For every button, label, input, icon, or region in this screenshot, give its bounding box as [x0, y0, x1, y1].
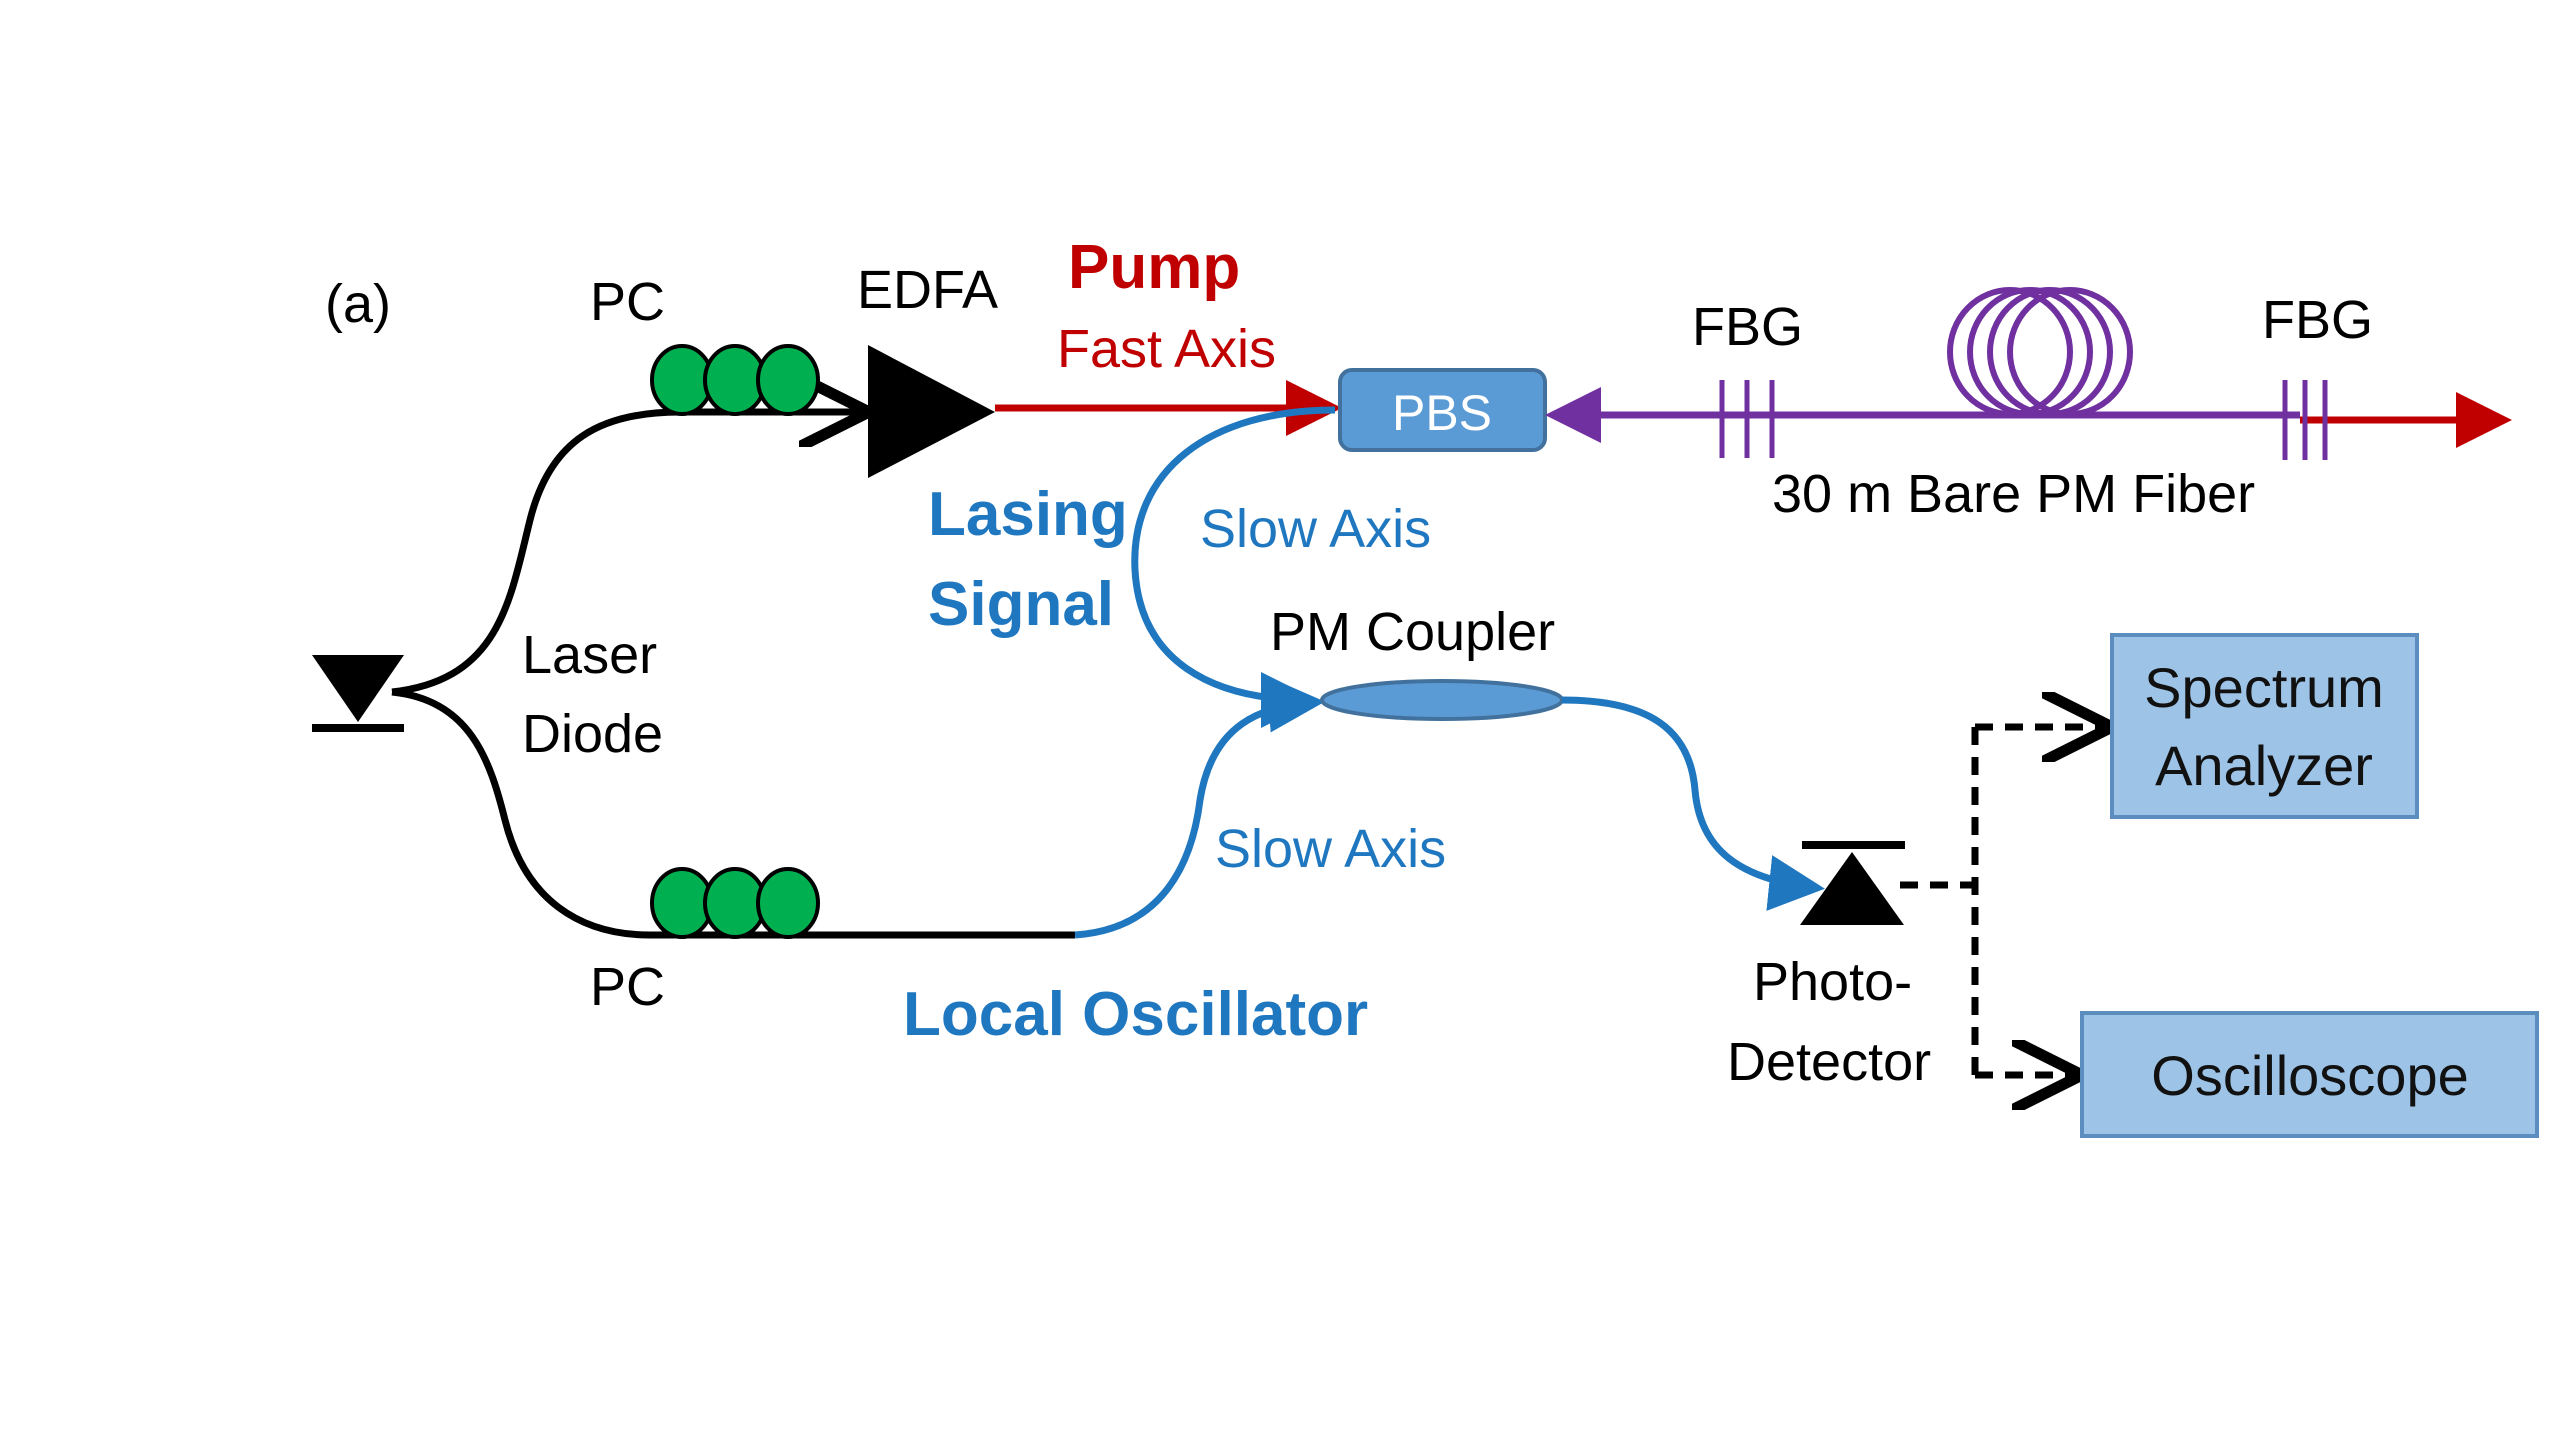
oscilloscope-label: Oscilloscope: [2151, 1044, 2468, 1107]
edfa-label: EDFA: [857, 260, 998, 320]
fast-axis-label: Fast Axis: [1057, 319, 1276, 379]
pump-label: Pump: [1068, 233, 1240, 302]
spectrum-analyzer-label-line2: Analyzer: [2155, 734, 2373, 797]
photodetector-label-line2: Detector: [1727, 1032, 1931, 1092]
laser-diode-label-line2: Diode: [522, 704, 663, 764]
coupler-output-path: [1561, 696, 1825, 911]
fiber-label: 30 m Bare PM Fiber: [1772, 464, 2255, 524]
lasing-label-line1: Lasing: [928, 480, 1128, 549]
fbg-right-label: FBG: [2262, 290, 2373, 350]
pm-coupler-icon: [1320, 679, 1564, 721]
electrical-connections: [1900, 727, 2105, 1075]
pc-top-label: PC: [590, 272, 665, 332]
fbg-right-icon: [2282, 380, 2328, 460]
polarization-controller-bottom-icon: [650, 867, 820, 939]
pbs-box: PBS: [1338, 368, 1547, 452]
spectrum-analyzer-box: Spectrum Analyzer: [2110, 633, 2419, 819]
local-oscillator-label: Local Oscillator: [903, 980, 1368, 1049]
spectrum-analyzer-label-line1: Spectrum: [2144, 656, 2384, 719]
fbg-left-icon: [1719, 380, 1775, 458]
fiber-coil-icon: [1947, 287, 2133, 417]
edfa-amplifier-icon: [868, 345, 995, 478]
slow-axis-lower-label: Slow Axis: [1215, 819, 1446, 879]
lower-fiber-path: [391, 688, 1075, 939]
panel-label: (a): [325, 274, 391, 334]
laser-diode-label-line1: Laser: [522, 625, 657, 685]
laser-diode-icon: [312, 655, 404, 732]
lasing-label-line2: Signal: [928, 570, 1114, 639]
slow-axis-upper-label: Slow Axis: [1200, 499, 1431, 559]
local-oscillator-path: [1074, 676, 1325, 939]
polarization-controller-top-icon: [650, 344, 820, 416]
pc-bottom-label: PC: [590, 957, 665, 1017]
photodetector-icon: [1800, 841, 1905, 925]
pm-coupler-label: PM Coupler: [1270, 602, 1555, 662]
lasing-signal-path: [1131, 406, 1336, 728]
oscilloscope-box: Oscilloscope: [2080, 1011, 2539, 1138]
pbs-label: PBS: [1392, 385, 1492, 441]
photodetector-label-line1: Photo-: [1753, 952, 1912, 1012]
fbg-left-label: FBG: [1692, 297, 1803, 357]
upper-fiber-path: [391, 412, 862, 696]
